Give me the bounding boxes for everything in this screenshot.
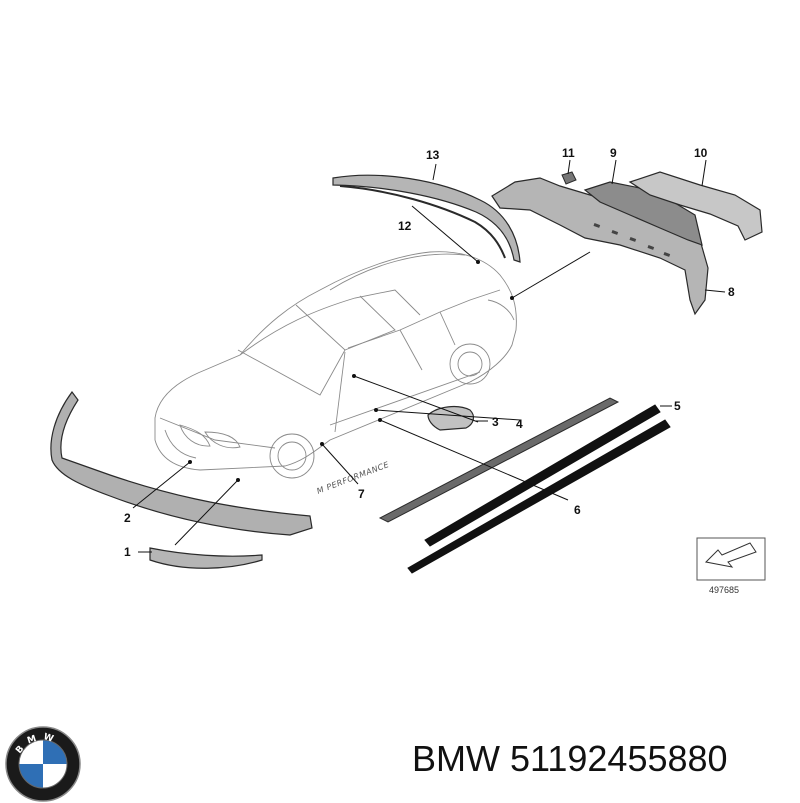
car-outline xyxy=(154,251,517,479)
callout-13: 13 xyxy=(426,148,440,162)
part-6-side-stripe-lower xyxy=(407,419,671,574)
callout-8: 8 xyxy=(728,285,735,299)
callout-7: 7 xyxy=(358,487,365,501)
part-2-front-splitter xyxy=(50,390,313,536)
arrow-icon xyxy=(704,542,757,568)
part-4-side-skirt-trim xyxy=(378,397,620,523)
part-11-clip xyxy=(561,171,577,185)
reference-number: 497685 xyxy=(709,585,739,595)
part-9-diffuser-insert xyxy=(583,181,703,246)
callout-11: 11 xyxy=(562,146,575,160)
badge-text: M PERFORMANCE xyxy=(315,460,390,496)
callout-4: 4 xyxy=(516,417,523,431)
part-12-spoiler-strip xyxy=(339,185,506,259)
part-8-rear-diffuser xyxy=(491,177,709,316)
callout-2: 2 xyxy=(124,511,131,525)
bmw-logo: BMW xyxy=(5,726,81,802)
callout-12: 12 xyxy=(398,219,412,233)
part-5-side-stripe xyxy=(424,404,661,547)
callout-6: 6 xyxy=(574,503,581,517)
callout-5: 5 xyxy=(674,399,681,413)
part-number-label: BMW 51192455880 xyxy=(412,738,728,779)
reference-box: 497685 xyxy=(696,537,766,595)
callout-3: 3 xyxy=(492,415,499,429)
leader-lines xyxy=(132,159,726,553)
part-8-vent-holes xyxy=(593,223,671,257)
part-13-rear-spoiler xyxy=(332,174,521,263)
part-3-mirror-cap xyxy=(427,405,475,431)
part-1-lower-lip xyxy=(149,547,263,569)
part-10-diffuser-trim xyxy=(628,171,763,241)
callout-labels: 1 2 3 4 5 6 7 8 9 10 11 12 13 xyxy=(124,146,735,559)
callout-10: 10 xyxy=(694,146,708,160)
callout-1: 1 xyxy=(124,545,131,559)
callout-9: 9 xyxy=(610,146,617,160)
leader-dots xyxy=(188,260,514,482)
part-7-m-performance-badge: M PERFORMANCE xyxy=(315,460,390,496)
